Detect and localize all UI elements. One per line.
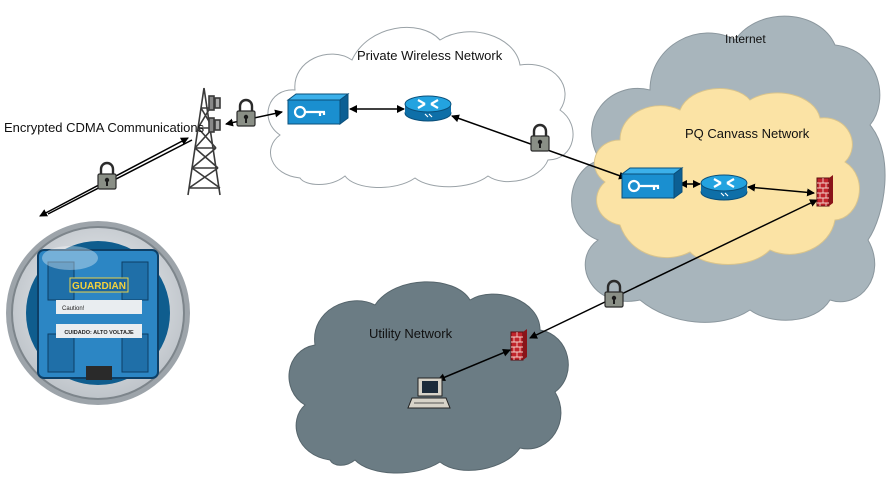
- meter-brand-text: GUARDIAN: [72, 281, 126, 292]
- router-icon: [699, 173, 749, 202]
- cdma-label: Encrypted CDMA Communications: [4, 120, 205, 135]
- meter-cuidado-text: CUIDADO: ALTO VOLTAJE: [64, 330, 134, 336]
- internet-label: Internet: [725, 32, 766, 46]
- pq-router-firewall-link: [747, 183, 815, 197]
- cdma-link-2: [47, 139, 193, 215]
- firewall-icon: [816, 174, 834, 207]
- utility-cloud: [288, 281, 569, 474]
- padlock-icon: [96, 161, 118, 191]
- pq-canvass-label: PQ Canvass Network: [685, 126, 810, 141]
- firewall-computer-link: [437, 349, 511, 381]
- firewall-icon: [510, 328, 528, 361]
- padlock-icon: [235, 98, 257, 128]
- workstation-icon: [407, 377, 451, 409]
- router-icon: [403, 94, 453, 123]
- private-wireless-label: Private Wireless Network: [357, 48, 503, 63]
- cell-tower-icon: [187, 87, 221, 196]
- smart-meter-photo: GUARDIAN Caution! CUIDADO: ALTO VOLTAJE: [6, 221, 190, 405]
- firewall-firewall-link: [529, 199, 818, 339]
- utility-label: Utility Network: [369, 326, 453, 341]
- encryption-gateway-icon: [620, 166, 684, 200]
- encryption-gateway-icon: [286, 92, 350, 126]
- meter-caution-text: Caution!: [62, 306, 85, 312]
